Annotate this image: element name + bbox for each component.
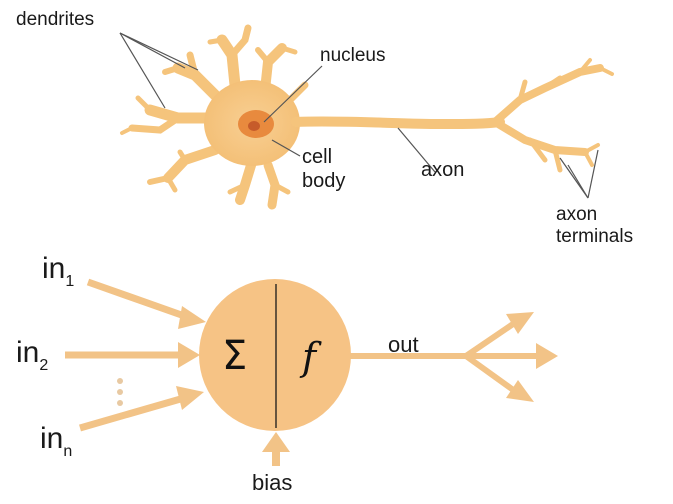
input-arrows	[65, 282, 206, 428]
input1-arrow-shaft	[88, 282, 190, 318]
cell-body-label-line2: body	[302, 169, 345, 193]
axon-shape	[296, 121, 500, 124]
input1-arrow-head	[178, 306, 206, 329]
bias-arrow	[262, 432, 290, 466]
nucleolus-dot	[248, 121, 260, 131]
bias-label: bias	[252, 472, 292, 494]
inputn-subscript: n	[63, 443, 72, 460]
axon-terminals-label-line1: axon	[556, 204, 633, 226]
input1-base: in	[42, 252, 65, 285]
axon-label: axon	[421, 158, 464, 182]
sum-symbol: Σ	[222, 336, 247, 376]
input2-base: in	[16, 336, 39, 369]
axon-terminals-label: axon terminals	[556, 204, 633, 248]
ellipsis-dots	[117, 378, 123, 406]
input2-subscript: 2	[39, 357, 48, 374]
input1-label: in1	[42, 254, 74, 290]
input2-arrow-head	[178, 342, 200, 368]
inputn-base: in	[40, 422, 63, 455]
cell-body-label: cell body	[302, 145, 345, 193]
inputn-arrow-head	[176, 386, 204, 410]
output-label: out	[388, 334, 419, 356]
input1-subscript: 1	[65, 273, 74, 290]
inputn-arrow-shaft	[80, 398, 184, 428]
inputn-label: inn	[40, 424, 72, 460]
nucleus-label: nucleus	[320, 46, 386, 65]
dendrites-label: dendrites	[16, 10, 94, 29]
axon-terminals-label-line2: terminals	[556, 226, 633, 248]
activation-symbol: f	[302, 338, 316, 376]
cell-body-label-line1: cell	[302, 145, 345, 169]
input2-label: in2	[16, 338, 48, 374]
axon-terminals-shape	[495, 60, 612, 170]
output-arrows	[350, 312, 558, 402]
